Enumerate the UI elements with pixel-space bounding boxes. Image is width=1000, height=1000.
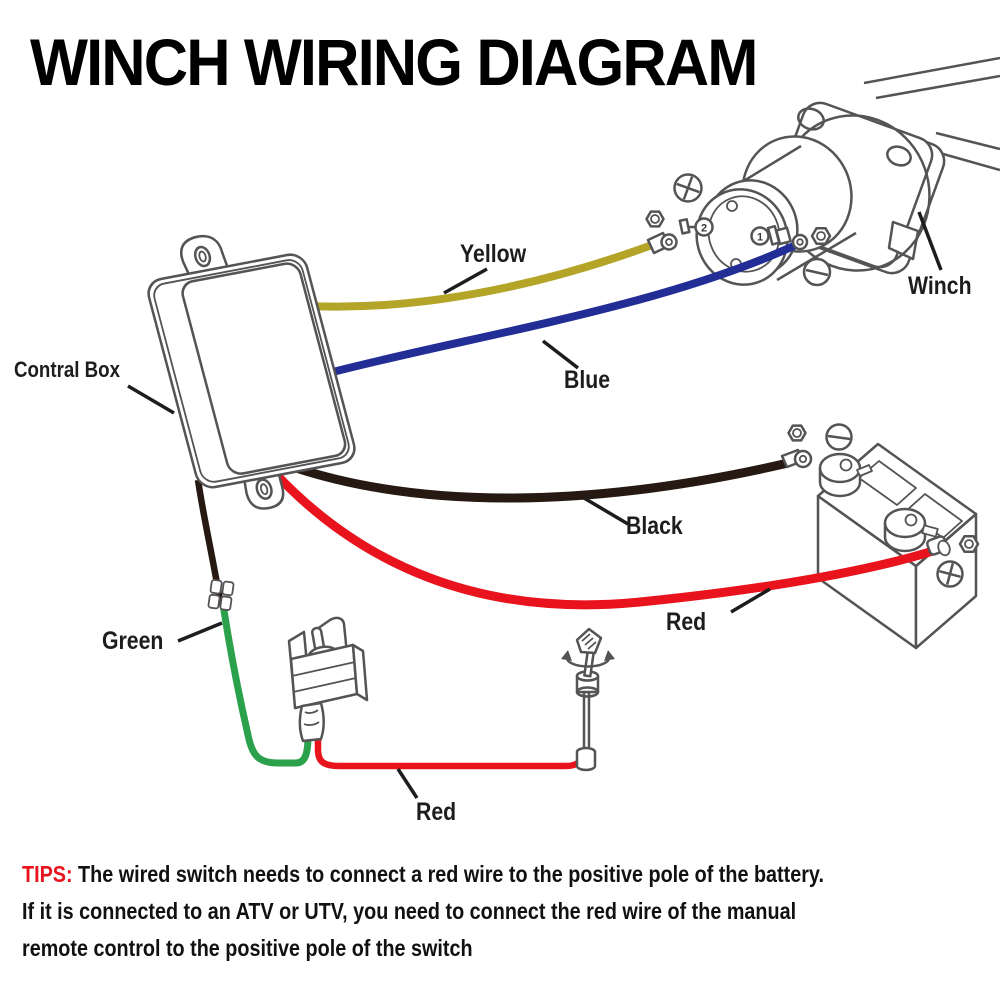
tips-line-3: remote control to the positive pole of t… — [22, 935, 473, 961]
battery-negative-terminal — [818, 452, 873, 498]
control-box — [147, 234, 356, 510]
terminal-nut — [775, 226, 792, 246]
red-battery-wire-label: Red — [666, 608, 707, 636]
slotted-screw-icon — [802, 257, 832, 287]
frame-line — [935, 131, 1000, 151]
black-ring-terminal — [780, 448, 813, 469]
hex-bolt-icon — [958, 534, 980, 554]
leader-red-battery — [730, 587, 771, 614]
arrowhead — [604, 650, 615, 661]
tips-line-1: TIPS: The wired switch needs to connect … — [22, 856, 824, 893]
tab-hole — [255, 478, 273, 500]
flange-bolt-hole — [886, 145, 912, 167]
leader-yellow — [443, 267, 488, 295]
phillips-screw-icon — [936, 560, 964, 588]
control-box-label: Contral Box — [14, 357, 120, 382]
tips-text-1: The wired switch needs to connect a red … — [78, 861, 824, 887]
motor-face-ring — [707, 195, 781, 273]
page-title: WINCH WIRING DIAGRAM — [30, 25, 758, 99]
flange-foot — [887, 220, 920, 261]
battery-positive-terminal — [883, 507, 939, 553]
hex-bolt-icon — [810, 226, 832, 246]
terminal-2-number: 2 — [701, 223, 707, 235]
wire-blue — [323, 240, 800, 378]
key-base — [575, 752, 597, 772]
rocker-switch — [287, 616, 369, 743]
wire-red-switch — [314, 735, 582, 770]
wire-sleeve — [298, 701, 325, 743]
tips-note: TIPS: The wired switch needs to connect … — [22, 856, 955, 967]
red-switch-wire-label: Red — [416, 798, 457, 826]
rotate-arrow-icon — [565, 657, 611, 668]
leader-red-switch — [396, 768, 419, 799]
blue-wire-label: Blue — [564, 366, 611, 394]
tab-hole — [193, 245, 212, 268]
winch-label: Winch — [908, 272, 972, 300]
motor-terminal-1: 1 — [750, 224, 792, 246]
terminal-circle — [750, 226, 770, 246]
phillips-screw-icon — [673, 173, 703, 203]
leader-green — [177, 621, 223, 643]
frame-line — [875, 74, 1000, 100]
wire-red-battery — [268, 466, 938, 610]
green-wire-label: Green — [102, 627, 164, 655]
battery — [816, 442, 978, 650]
frame-line — [863, 56, 1000, 85]
terminal-1-number: 1 — [757, 232, 763, 244]
yellow-ring-terminal — [646, 231, 678, 255]
wire-black — [291, 458, 790, 503]
black-wire-label: Black — [626, 512, 683, 540]
face-bolt — [726, 200, 738, 212]
hex-nut-icon — [645, 210, 665, 228]
terminal-nut — [678, 218, 691, 235]
flange-bolt-hole — [797, 107, 825, 131]
leader-winch — [917, 211, 943, 271]
hex-nut-icon — [787, 424, 807, 442]
red-wire-terminal-sleeve — [926, 535, 951, 557]
tips-label: TIPS: — [22, 861, 73, 887]
wire-yellow — [307, 241, 654, 311]
box-lid — [181, 262, 347, 475]
leader-control-box — [127, 384, 175, 415]
inline-connector — [207, 579, 235, 611]
tips-line-2: If it is connected to an ATV or UTV, you… — [22, 898, 797, 924]
wire-green — [219, 603, 312, 767]
slotted-screw-icon — [825, 423, 853, 451]
yellow-wire-label: Yellow — [460, 240, 527, 268]
motor-body-bottom — [776, 231, 857, 282]
blue-ring-terminal — [791, 233, 809, 251]
key-shaft — [582, 690, 591, 754]
leader-blue — [541, 339, 580, 370]
key-switch — [561, 627, 615, 772]
leader-black — [583, 496, 629, 526]
terminal-circle — [694, 217, 714, 237]
motor-terminal-2: 2 — [678, 217, 714, 237]
arrowhead — [561, 650, 572, 661]
